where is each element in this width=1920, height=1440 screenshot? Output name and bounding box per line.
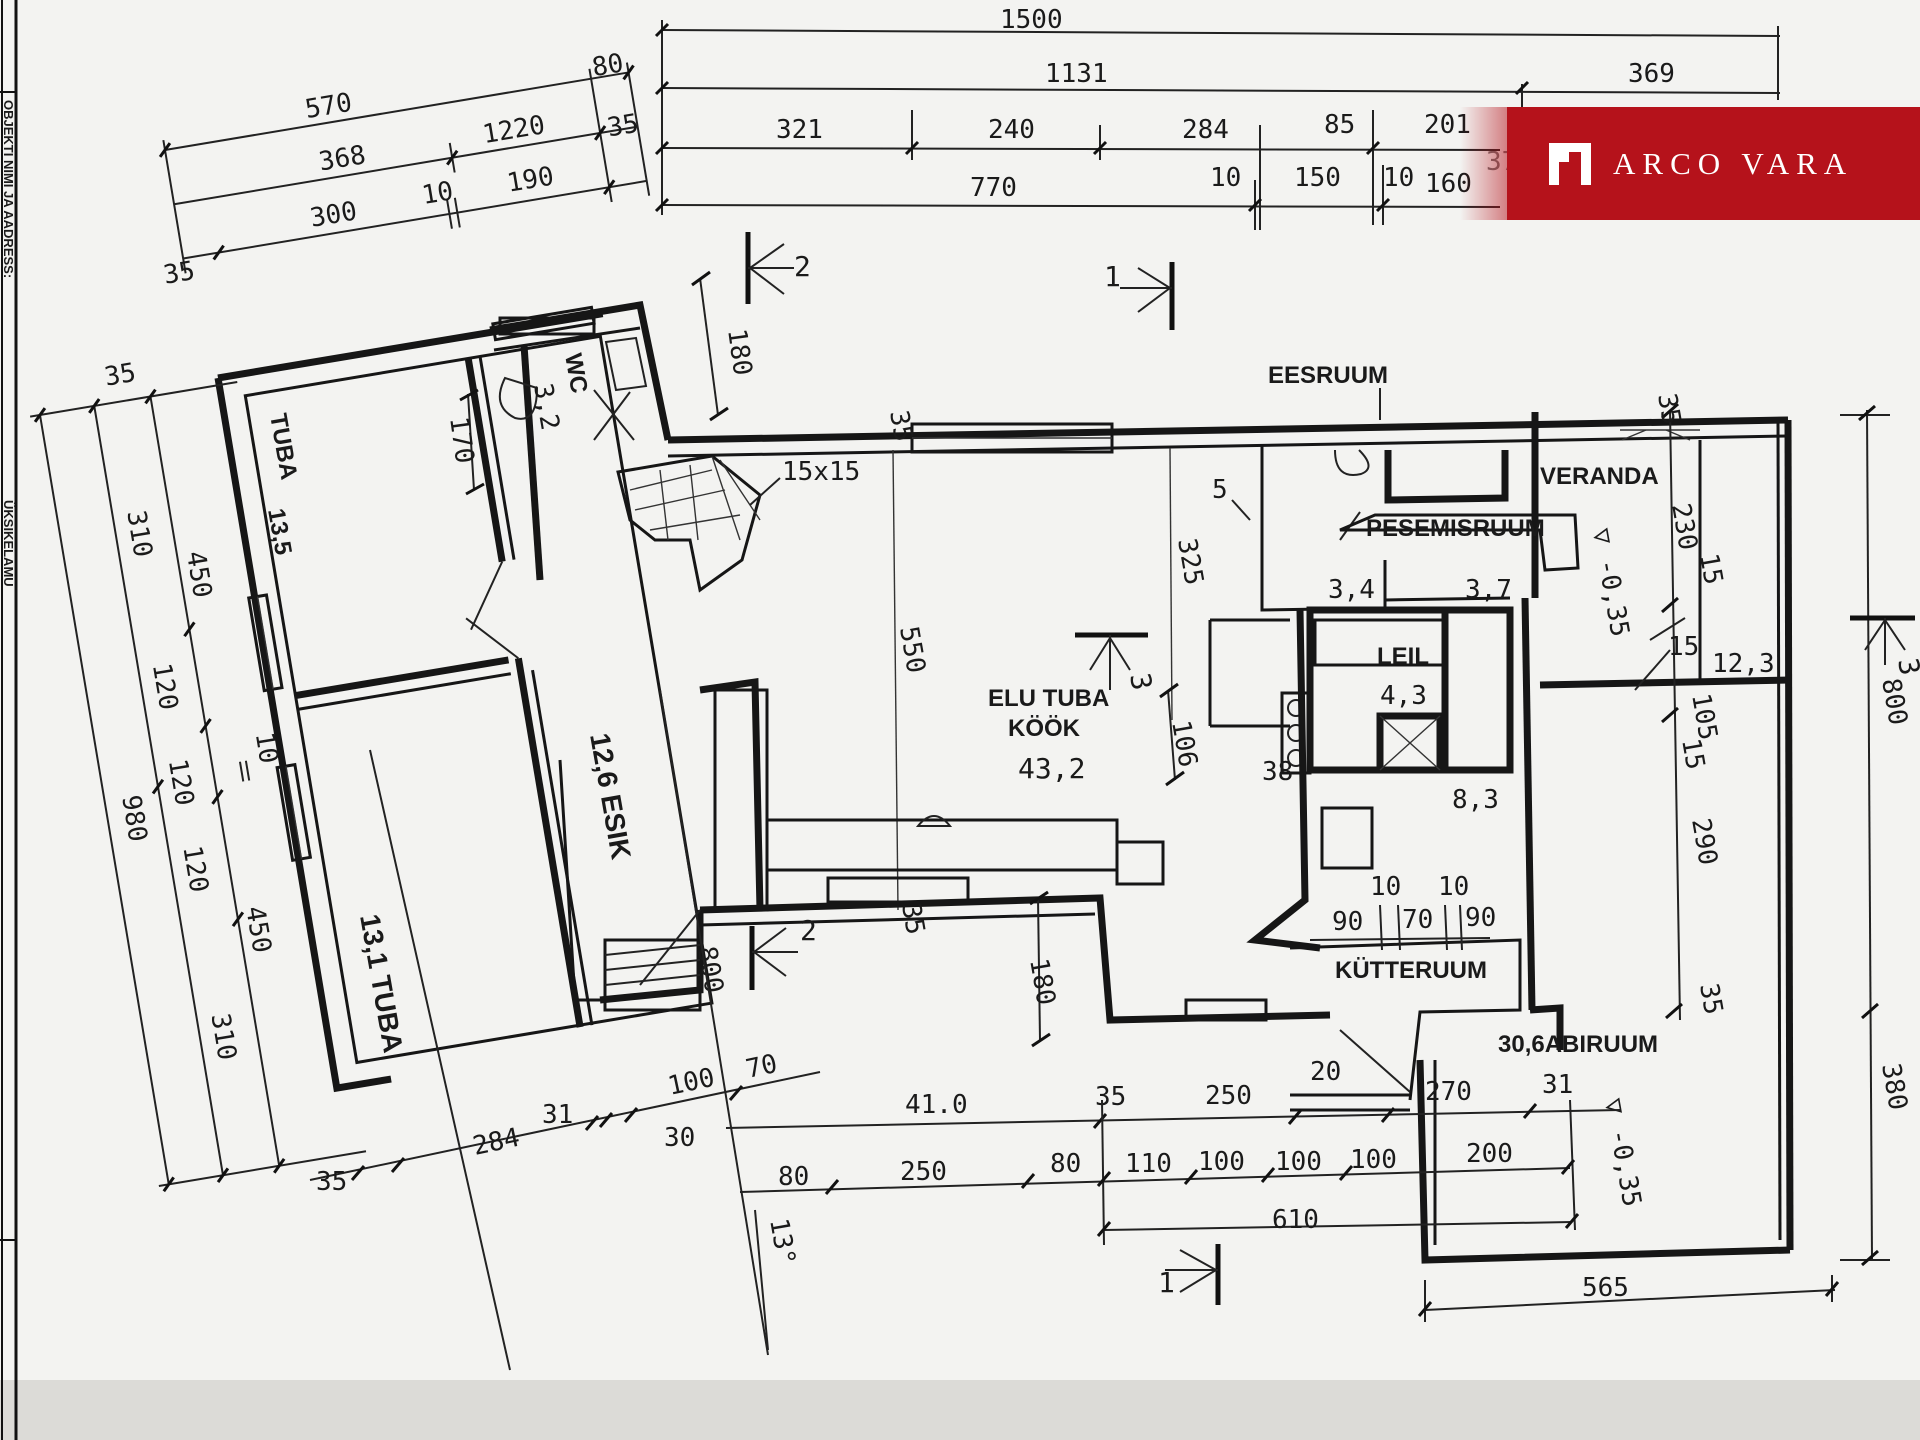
dimension-label-dims-r_15b: 15	[1668, 632, 1699, 662]
dimension-label-dims-r_15c: 15	[1675, 736, 1710, 772]
dimension-label-dims-l_35: 35	[102, 358, 138, 393]
room-leil: LEIL	[1377, 643, 1429, 670]
dim-top-369: 369	[1628, 59, 1675, 89]
room-elutuba-area: 43,2	[1018, 752, 1085, 785]
dimension-label-dims-b_70: 70	[743, 1049, 780, 1085]
dimension-label-sections-s3: 3	[1891, 655, 1920, 677]
dimension-label-sections-s3: 3	[1123, 670, 1158, 692]
dimension-label-dims-b_110: 110	[1125, 1149, 1172, 1179]
stair-size: 15x15	[782, 457, 860, 487]
dimension-label-dims-k_10b: 10	[1438, 872, 1469, 902]
dimension-label-dims-b_100c: 100	[1350, 1145, 1397, 1175]
dimension-label-dims-b_410: 41.0	[905, 1090, 968, 1120]
dimension-label-dims-k_10a: 10	[1370, 872, 1401, 902]
room-kutteruum: KÜTTERUUM	[1335, 957, 1487, 984]
dim-top-770: 770	[970, 173, 1017, 203]
watermark-fade	[1460, 107, 1510, 220]
dimension-label-dims-k_90b: 90	[1465, 903, 1496, 933]
dimension-label-dims-r_35b: 35	[1693, 981, 1728, 1017]
dimension-label-dims-k_70: 70	[1402, 905, 1433, 935]
dimension-label-dims-b_100a: 100	[1198, 1147, 1245, 1177]
room-veranda: VERANDA	[1540, 463, 1659, 490]
dimension-label-dims-b_20: 20	[1310, 1057, 1341, 1087]
dimension-label-dims-d_35top: 35	[883, 408, 918, 444]
dimension-label-dims-b_250b: 250	[900, 1157, 947, 1187]
side-label-object: OBJEKTI NIMI JA AADRESS:	[1, 100, 16, 278]
section-marker-1-top: 1	[1104, 260, 1175, 330]
room-veranda-area: 12,3	[1712, 649, 1775, 679]
dimension-label-dims-d_38: 38	[1262, 757, 1293, 787]
dimension-label-dims-b_200: 200	[1466, 1139, 1513, 1169]
room-pesemis-b: 3,7	[1465, 575, 1512, 605]
dim-tl-35l: 35	[161, 256, 197, 291]
bottom-dimension-chain: 35 284 31 30 100 70 41.0 35 250 20 270 3…	[309, 689, 1840, 1371]
dim-tl-10: 10	[420, 176, 456, 211]
room-pesemisruum: PESEMISRUUM	[1366, 515, 1545, 542]
top-left-dimension-chain: 570 368 1220 80 35 300 10 190 35	[158, 48, 651, 291]
dim-tl-80: 80	[590, 48, 626, 83]
dim-top-total: 1500	[1000, 5, 1063, 35]
dimension-label-dims-b_270: 270	[1425, 1077, 1472, 1107]
section-marker-2-bottom: 2	[749, 914, 817, 990]
room-pesemis-a: 3,4	[1328, 575, 1375, 605]
dimension-label-sections-s1: 1	[1104, 260, 1121, 293]
left-wing	[214, 305, 714, 1093]
dim-tl-35r: 35	[605, 109, 641, 144]
dimension-label-sections-s1: 1	[1158, 1266, 1175, 1299]
dimension-label-dims-b_100b: 100	[1275, 1147, 1322, 1177]
dimension-label-dims-b_30: 30	[664, 1123, 695, 1153]
room-eesruum-area: 5	[1212, 475, 1228, 505]
dimension-label-dims-k_90a: 90	[1332, 907, 1363, 937]
dimension-label-dims-b_31: 31	[542, 1100, 573, 1130]
page-shadow-bottom	[0, 1380, 1920, 1440]
dimension-label-dims-d_170: 170	[443, 415, 479, 466]
dimension-label-dims-r_35: 35	[1651, 391, 1686, 427]
dim-top-240: 240	[988, 115, 1035, 145]
dimension-label-dims-b_250a: 250	[1205, 1081, 1252, 1111]
dimension-label-dims-d_35mid: 35	[895, 901, 930, 937]
dimension-label-dims-b_610: 610	[1272, 1205, 1319, 1235]
watermark-brand-text: ARCO VARA	[1613, 145, 1854, 181]
section-marker-1-bottom: 1	[1158, 1244, 1221, 1305]
room-kutter-area: 8,3	[1452, 785, 1499, 815]
dims-wc: 180 170	[443, 270, 757, 496]
dim-top-284: 284	[1182, 115, 1229, 145]
room-kook: KÖÖK	[1008, 715, 1081, 742]
room-leil-area: 4,3	[1380, 681, 1427, 711]
dimension-label-sections-s2: 2	[800, 914, 817, 947]
side-label-house: ÜKSIKELAMU	[1, 500, 16, 587]
dimension-label-dims-b_80a: 80	[778, 1162, 809, 1192]
dim-top-321: 321	[776, 115, 823, 145]
dim-top-10a: 10	[1210, 163, 1241, 193]
room-abiruum: 30,6ABIRUUM	[1498, 1031, 1658, 1058]
dim-top-150: 150	[1294, 163, 1341, 193]
dimension-label-dims-b_31b: 31	[1542, 1070, 1573, 1100]
wc-stair-block	[489, 300, 762, 593]
dim-top-85: 85	[1324, 110, 1355, 140]
main-house-walls	[558, 412, 1794, 1264]
dimension-label-dims-b_35: 35	[316, 1167, 347, 1197]
dimension-label-dims-l_10: 10	[249, 730, 284, 766]
dimension-label-dims-b_565: 565	[1582, 1273, 1629, 1303]
dimension-label-dims-r_15a: 15	[1693, 551, 1728, 587]
dimension-label-dims-d_180top: 180	[721, 327, 757, 378]
dimension-label-dims-b_80b: 80	[1050, 1149, 1081, 1179]
arco-vara-logo-icon	[1549, 142, 1591, 185]
room-eesruum: EESRUUM	[1268, 362, 1388, 389]
section-marker-2-top: 2	[745, 232, 811, 304]
room-elutuba: ELU TUBA	[988, 685, 1109, 712]
section-marker-3-mid: 3	[1075, 632, 1159, 693]
section-marker-3-right: 3	[1850, 615, 1920, 678]
dimension-label-sections-s2: 2	[794, 250, 811, 283]
dim-top-10b: 10	[1383, 163, 1414, 193]
dim-top-1131: 1131	[1045, 59, 1108, 89]
dimension-label-dims-b_35b: 35	[1095, 1082, 1126, 1112]
watermark-logo: ARCO VARA	[1507, 107, 1920, 220]
